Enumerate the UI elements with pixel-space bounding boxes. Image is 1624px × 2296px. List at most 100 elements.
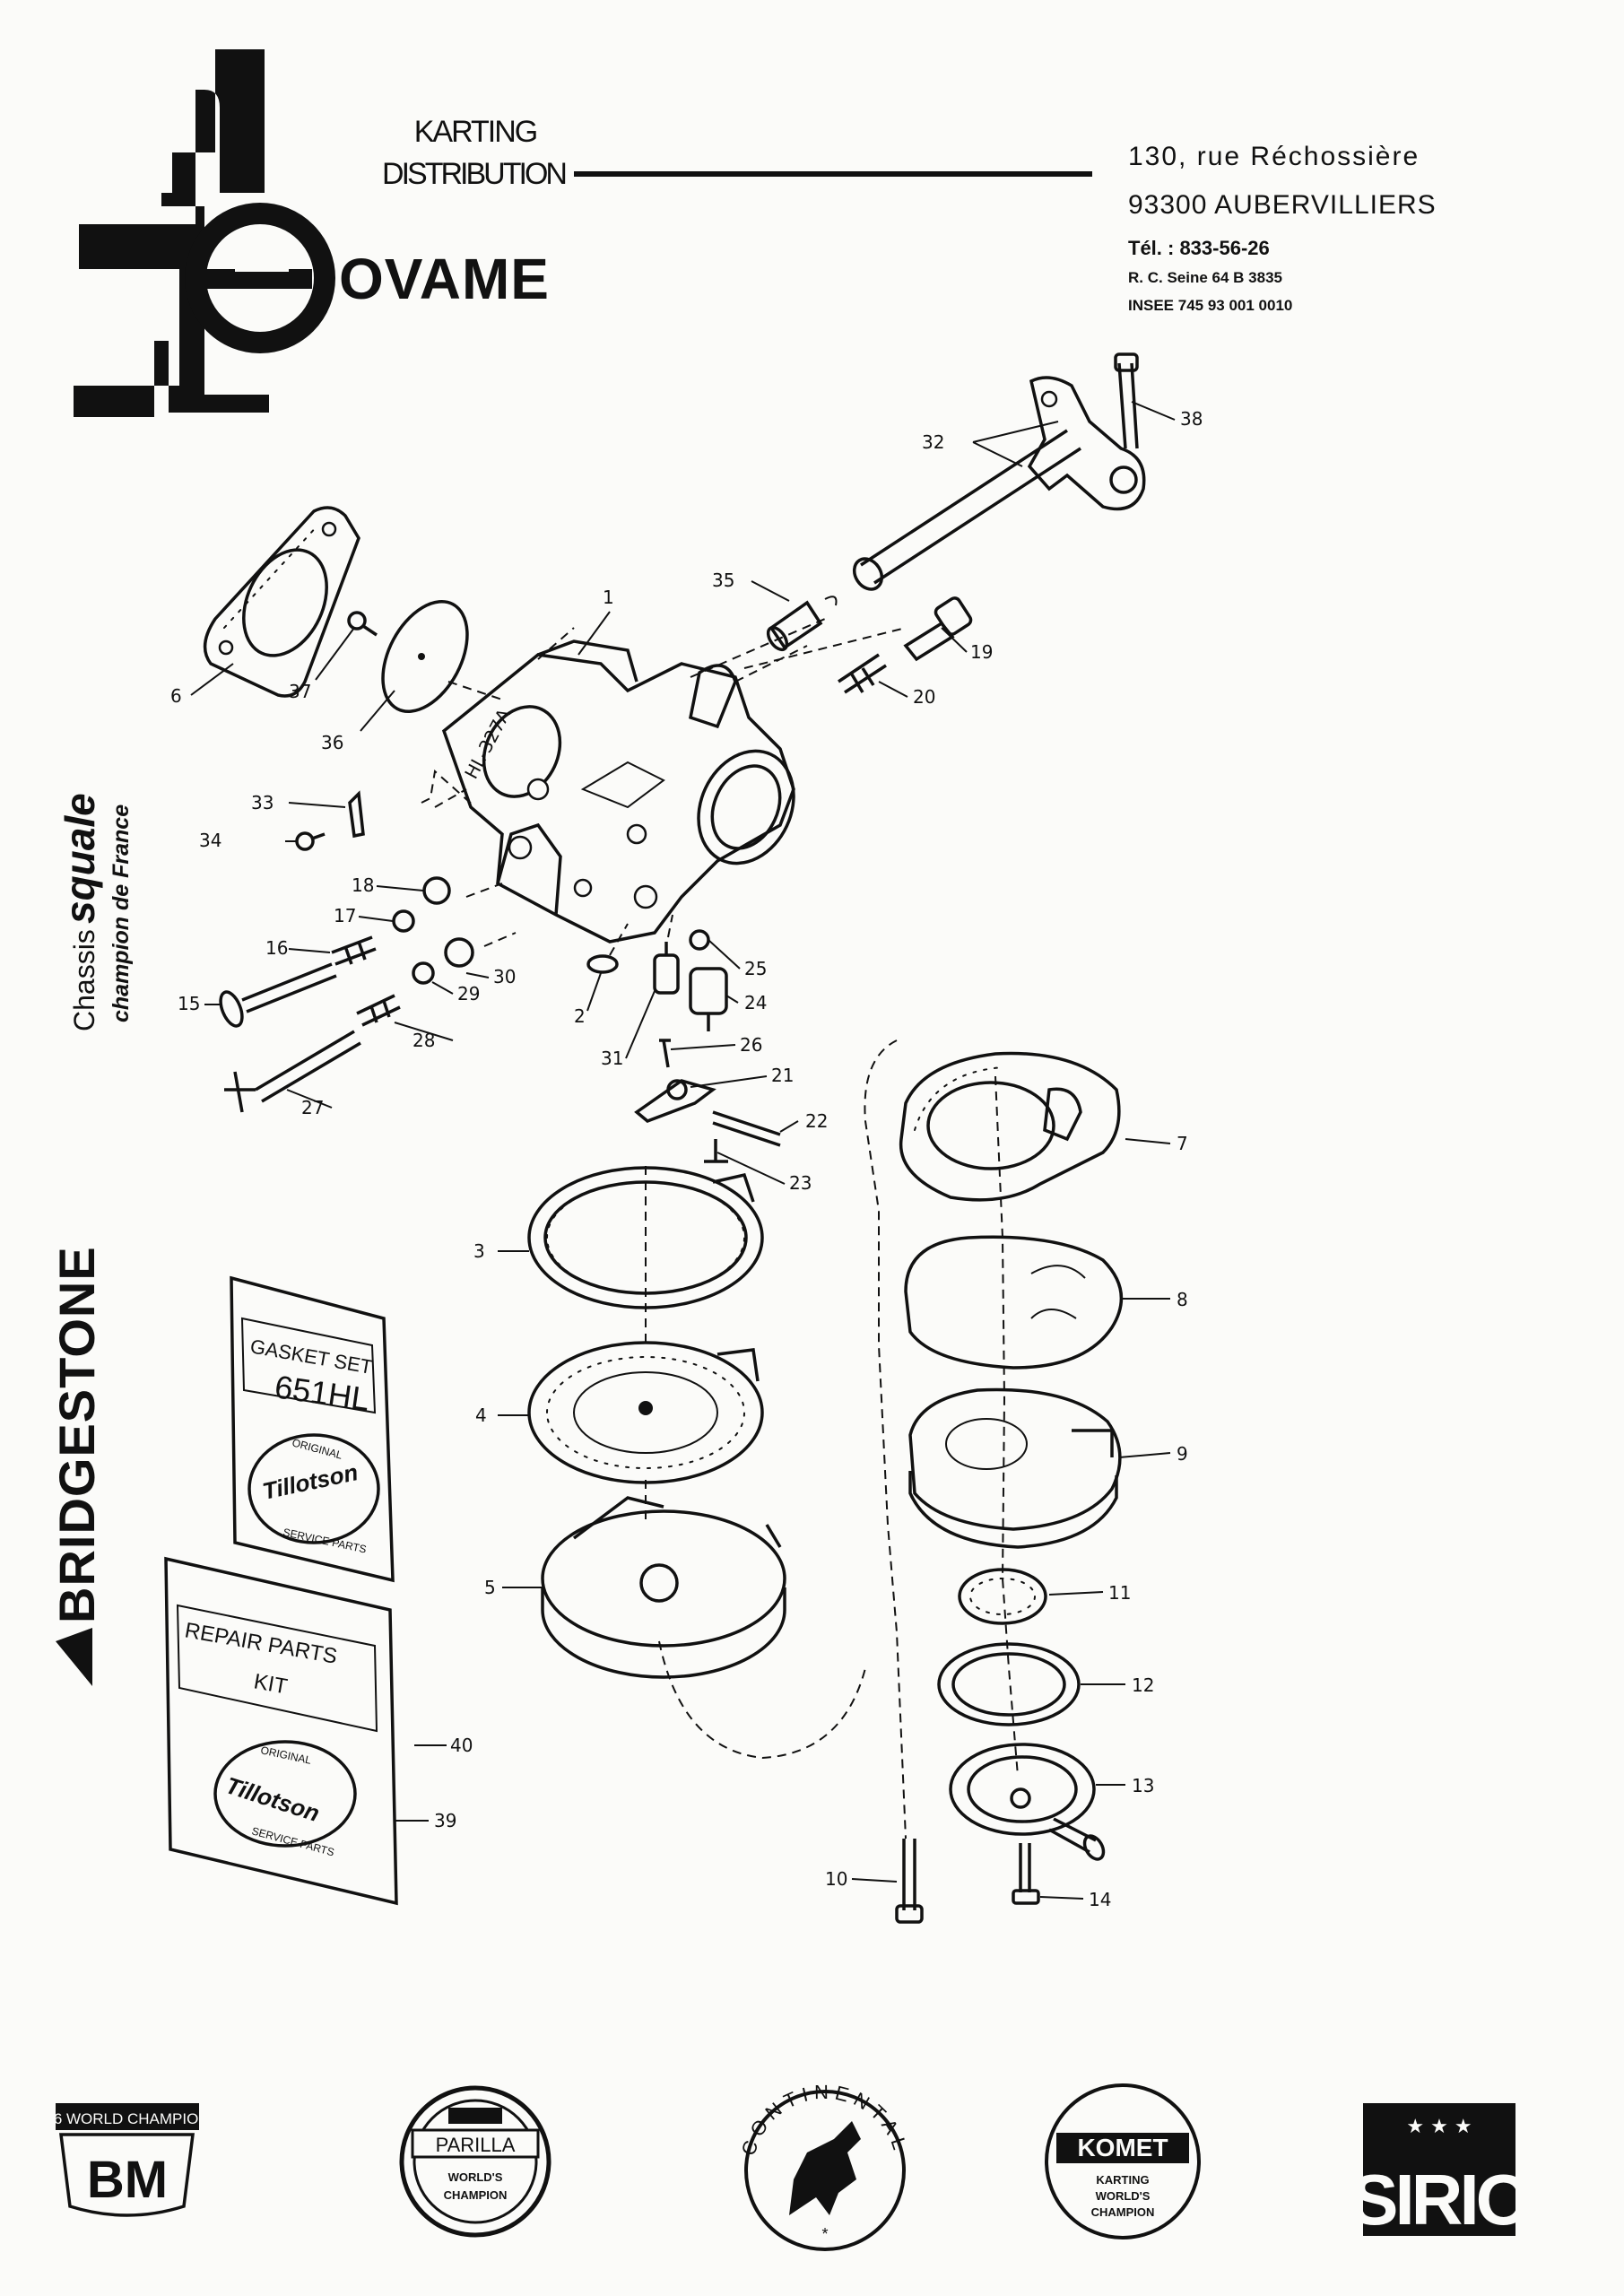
label-23: 23 — [789, 1172, 812, 1194]
insee-number: INSEE 745 93 001 0010 — [1128, 297, 1292, 314]
squale-ad: Chassis squale champion de France — [56, 793, 134, 1031]
logo-continental: CONTINENTAL * — [737, 2081, 908, 2251]
label-11: 11 — [1108, 1582, 1131, 1604]
phone: Tél. : 833-56-26 — [1128, 237, 1270, 259]
part-ring-25 — [689, 929, 710, 951]
part-cup-30 — [444, 937, 474, 968]
part-throttle-plate — [381, 600, 469, 713]
part-diaphragm-4 — [527, 1341, 764, 1484]
logo-komet: KOMET KARTING WORLD'S CHAMPION — [1045, 2083, 1201, 2239]
label-35: 35 — [712, 570, 734, 591]
part-clip — [348, 790, 365, 839]
part-needle-27 — [224, 1030, 361, 1113]
part-gasket-12 — [937, 1642, 1081, 1726]
label-1: 1 — [603, 587, 614, 608]
bm-letters: BM — [87, 2151, 168, 2209]
label-18: 18 — [352, 874, 374, 896]
label-7: 7 — [1177, 1133, 1188, 1154]
label-33: 33 — [251, 792, 274, 813]
label-38: 38 — [1180, 408, 1203, 430]
rc-number: R. C. Seine 64 B 3835 — [1128, 269, 1282, 286]
address-street: 130, rue Réchossière — [1128, 142, 1420, 171]
bridgestone-ad: BRIDGESTONE — [48, 1246, 105, 1686]
repair-kit-original: ORIGINAL — [259, 1744, 312, 1767]
sovame-logo-mark — [74, 49, 269, 417]
bridgestone-swoosh — [56, 1628, 92, 1686]
bridgestone-name: BRIDGESTONE — [48, 1246, 105, 1623]
assembly-lines — [421, 618, 1019, 1839]
part-throttle-shaft — [852, 352, 1146, 591]
tagline-karting: KARTING — [414, 115, 537, 149]
sirio-name: SIRIO — [1350, 2160, 1529, 2239]
logo-bm: 76 WORLD CHAMPION BM — [45, 2103, 210, 2217]
part-pump-cover-13 — [949, 1743, 1106, 1861]
label-14: 14 — [1089, 1889, 1111, 1910]
part-cup-18 — [422, 876, 451, 905]
komet-sub-3: CHAMPION — [1091, 2205, 1155, 2219]
parilla-name: PARILLA — [436, 2134, 516, 2156]
label-17: 17 — [334, 905, 356, 926]
part-pin-26 — [659, 1039, 671, 1068]
label-29: 29 — [457, 983, 480, 1004]
svg-text:*: * — [821, 2225, 828, 2243]
address-city: 93300 AUBERVILLIERS — [1128, 190, 1437, 220]
gasket-set-packet: GASKET SET 651HL ORIGINAL Tillotson SERV… — [230, 1275, 395, 1583]
repair-kit-title-2: KIT — [252, 1669, 290, 1699]
part-idle-screw — [903, 596, 973, 662]
part-plate-screw — [347, 611, 378, 637]
part-metering-lever — [634, 1079, 781, 1163]
part-valve-31 — [653, 942, 680, 995]
part-valve-24 — [689, 967, 728, 1031]
bm-banner: 76 WORLD CHAMPION — [45, 2110, 209, 2127]
part-clip-screw — [295, 831, 326, 851]
repair-kit-service: SERVICE PARTS — [250, 1824, 335, 1858]
label-6: 6 — [170, 685, 182, 707]
label-19: 19 — [970, 641, 993, 663]
part-diaphragm-8 — [904, 1235, 1124, 1370]
parilla-sub-1: WORLD'S — [448, 2170, 503, 2184]
sirio-stars: ★ ★ ★ — [1406, 2116, 1472, 2138]
label-leaders — [190, 401, 1176, 1900]
label-15: 15 — [178, 993, 200, 1014]
komet-sub-2: WORLD'S — [1096, 2189, 1151, 2203]
label-9: 9 — [1177, 1443, 1188, 1465]
gasket-set-brand: Tillotson — [260, 1458, 360, 1505]
carburetor-exploded-diagram: HL-327A — [164, 352, 1203, 1924]
header-rule — [574, 171, 1092, 177]
part-ring-29 — [412, 961, 435, 985]
body-marking: HL-327A — [460, 705, 515, 783]
label-40: 40 — [450, 1735, 473, 1756]
label-13: 13 — [1132, 1775, 1154, 1796]
logo-parilla: PARILLA WORLD'S CHAMPION — [399, 2085, 551, 2238]
label-8: 8 — [1177, 1289, 1188, 1310]
label-2: 2 — [574, 1005, 586, 1027]
label-10: 10 — [825, 1868, 847, 1890]
squale-champion: champion de France — [109, 804, 134, 1022]
komet-sub-1: KARTING — [1096, 2173, 1149, 2187]
footer-logos: 76 WORLD CHAMPION BM PARILLA WORLD'S CHA… — [45, 2081, 1533, 2251]
label-21: 21 — [771, 1065, 794, 1086]
sovame-logo — [74, 49, 335, 417]
label-28: 28 — [413, 1030, 435, 1051]
tagline-distribution: DISTRIBUTION — [382, 157, 565, 191]
label-34: 34 — [199, 830, 221, 851]
label-5: 5 — [484, 1577, 496, 1598]
part-ring-17 — [392, 909, 415, 933]
label-26: 26 — [740, 1034, 762, 1056]
part-pump-body-9 — [908, 1387, 1122, 1549]
label-12: 12 — [1132, 1674, 1154, 1696]
part-cover-5 — [541, 1496, 786, 1679]
label-37: 37 — [289, 681, 311, 702]
repair-kit-packet: REPAIR PARTS KIT ORIGINAL Tillotson SERV… — [164, 1556, 398, 1906]
address-block: 130, rue Réchossière 93300 AUBERVILLIERS… — [1128, 142, 1437, 314]
parilla-sub-2: CHAMPION — [444, 2188, 508, 2202]
gasket-set-original: ORIGINAL — [291, 1436, 343, 1461]
squale-name: squale — [56, 793, 103, 924]
repair-kit-title-1: REPAIR PARTS — [183, 1618, 339, 1668]
komet-name: KOMET — [1077, 2134, 1168, 2161]
part-carburetor-body: HL-327A — [441, 639, 795, 944]
label-16: 16 — [265, 937, 288, 959]
part-flange-gasket — [203, 506, 360, 698]
part-spring-28 — [356, 994, 401, 1027]
label-27: 27 — [301, 1097, 324, 1118]
